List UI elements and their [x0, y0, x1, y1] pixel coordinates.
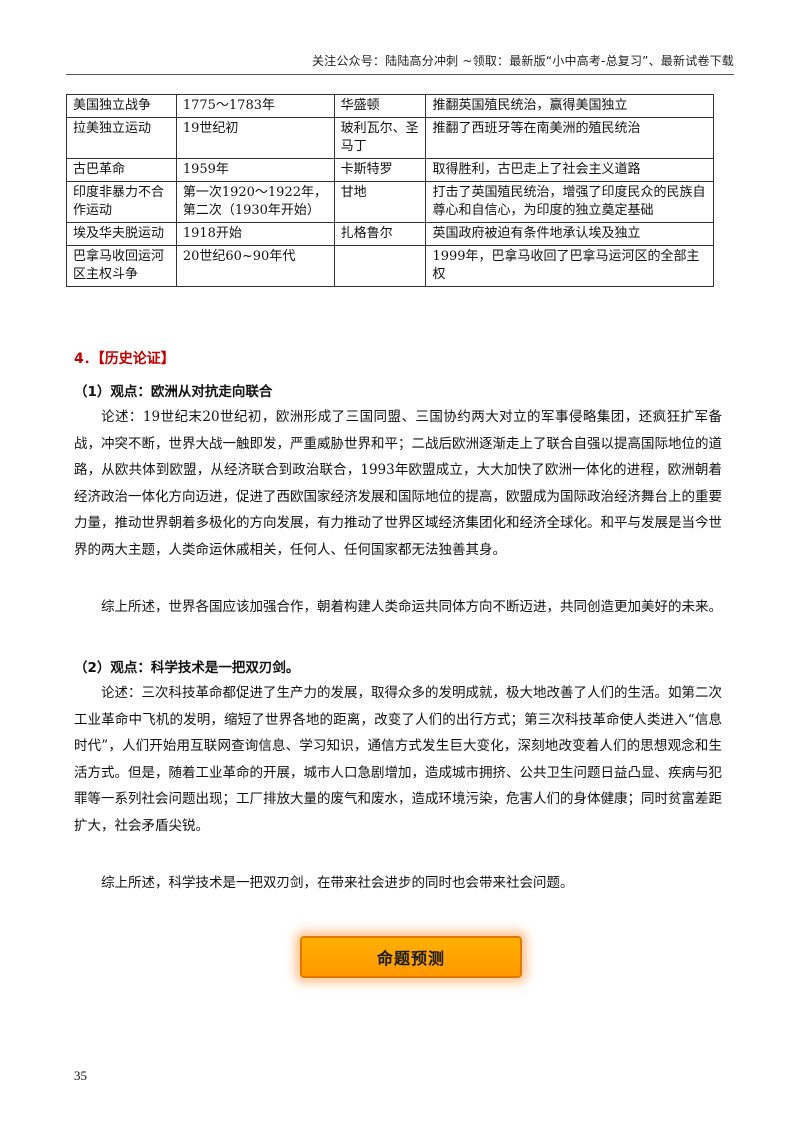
- banner-label: 命题预测: [376, 949, 445, 968]
- table-cell-time: 20世纪60~90年代: [175, 245, 335, 287]
- point-2-title: （2）观点：科学技术是一把双刃剑。: [74, 660, 300, 676]
- table-cell-event: 埃及华夫脱运动: [66, 222, 177, 246]
- table-row: 拉美独立运动 19世纪初 玻利瓦尔、圣马丁 推翻了西班牙等在南美洲的殖民统治: [66, 117, 714, 159]
- table-cell-event: 印度非暴力不合作运动: [66, 181, 177, 223]
- point-2-conclusion: 综上所述，科学技术是一把双刃剑，在带来社会进步的同时也会带来社会问题。: [101, 875, 574, 891]
- table-cell-result: 推翻英国殖民统治，赢得美国独立: [425, 94, 714, 118]
- table-cell-result: 1999年，巴拿马收回了巴拿马运河区的全部主权: [425, 245, 714, 287]
- table-cell-event: 古巴革命: [66, 158, 177, 182]
- table-row: 美国独立战争 1775～1783年 华盛顿 推翻英国殖民统治，赢得美国独立: [66, 94, 714, 118]
- section-title: 4．【历史论证】: [74, 351, 175, 367]
- point-2-argument: 论述：三次科技革命都促进了生产力的发展，取得众多的发明成就，极大地改善了人们的生…: [74, 685, 722, 834]
- header-rule: [66, 74, 734, 75]
- table-cell-result: 推翻了西班牙等在南美洲的殖民统治: [425, 117, 714, 159]
- table-cell-event: 拉美独立运动: [66, 117, 177, 159]
- point-1-conclusion: 综上所述，世界各国应该加强合作，朝着构建人类命运共同体方向不断迈进，共同创造更加…: [101, 599, 722, 615]
- table-cell-leader: [333, 245, 427, 287]
- table-row: 古巴革命 1959年 卡斯特罗 取得胜利，古巴走上了社会主义道路: [66, 158, 714, 182]
- table-row: 印度非暴力不合作运动 第一次1920～1922年，第二次（1930年开始） 甘地…: [66, 181, 714, 223]
- table-cell-result: 英国政府被迫有条件地承认埃及独立: [425, 222, 714, 246]
- table-cell-time: 19世纪初: [175, 117, 335, 159]
- table-row: 埃及华夫脱运动 1918开始 扎格鲁尔 英国政府被迫有条件地承认埃及独立: [66, 222, 714, 246]
- table-cell-leader: 华盛顿: [333, 94, 427, 118]
- table-cell-time: 1918开始: [175, 222, 335, 246]
- history-table: 美国独立战争 1775～1783年 华盛顿 推翻英国殖民统治，赢得美国独立 拉美…: [66, 94, 714, 287]
- page-header: 关注公众号：陆陆高分冲刺 ~领取：最新版“小中高考-总复习”、最新试卷下载: [311, 54, 734, 68]
- table-cell-event: 巴拿马收回运河区主权斗争: [66, 245, 177, 287]
- page-number: 35: [74, 1068, 87, 1083]
- table-row: 巴拿马收回运河区主权斗争 20世纪60~90年代 1999年，巴拿马收回了巴拿马…: [66, 245, 714, 287]
- prediction-banner: 命题预测: [300, 936, 522, 978]
- point-1-title: （1）观点：欧洲从对抗走向联合: [74, 384, 273, 400]
- table-cell-leader: 甘地: [333, 181, 427, 223]
- point-1-argument: 论述：19世纪末20世纪初，欧洲形成了三国同盟、三国协约两大对立的军事侵略集团，…: [74, 409, 722, 558]
- table-cell-leader: 卡斯特罗: [333, 158, 427, 182]
- table-cell-result: 打击了英国殖民统治，增强了印度民众的民族自尊心和自信心，为印度的独立奠定基础: [425, 181, 714, 223]
- table-cell-time: 1959年: [175, 158, 335, 182]
- table-cell-event: 美国独立战争: [66, 94, 177, 118]
- table-cell-time: 1775～1783年: [175, 94, 335, 118]
- table-cell-leader: 扎格鲁尔: [333, 222, 427, 246]
- table-cell-result: 取得胜利，古巴走上了社会主义道路: [425, 158, 714, 182]
- table-cell-leader: 玻利瓦尔、圣马丁: [333, 117, 427, 159]
- table-cell-time: 第一次1920～1922年，第二次（1930年开始）: [175, 181, 335, 223]
